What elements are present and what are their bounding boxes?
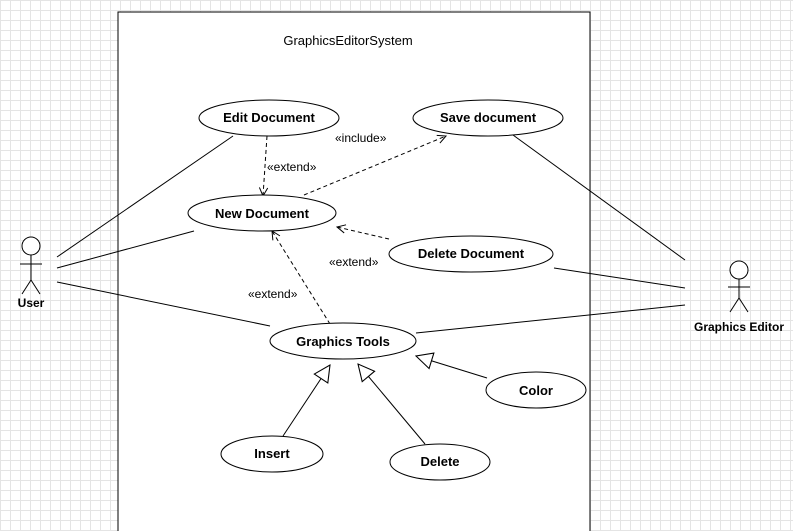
use-case-delete[interactable]: Delete bbox=[389, 443, 491, 481]
use-case-save-document[interactable]: Save document bbox=[412, 99, 564, 137]
use-case-label: Save document bbox=[440, 110, 537, 125]
extend-label-delete-new: «extend» bbox=[329, 255, 379, 269]
extend-tools-to-new-arrow[interactable] bbox=[272, 231, 331, 325]
generalization-insert-to-tools[interactable] bbox=[282, 365, 330, 437]
use-case-label: Color bbox=[519, 383, 553, 398]
use-case-label: Delete bbox=[420, 454, 459, 469]
use-case-color[interactable]: Color bbox=[485, 371, 587, 409]
extend-label-tools-new: «extend» bbox=[248, 287, 298, 301]
stick-figure-icon bbox=[728, 260, 750, 313]
use-case-delete-document[interactable]: Delete Document bbox=[388, 235, 554, 273]
use-case-insert[interactable]: Insert bbox=[220, 435, 324, 473]
use-case-label: New Document bbox=[215, 206, 310, 221]
association-user-new-document[interactable] bbox=[56, 230, 195, 269]
system-title: GraphicsEditorSystem bbox=[283, 33, 412, 48]
use-case-new-document[interactable]: New Document bbox=[187, 194, 337, 232]
use-case-label: Delete Document bbox=[418, 246, 525, 261]
association-editor-graphics-tools[interactable] bbox=[415, 304, 686, 334]
actor-user[interactable]: User bbox=[18, 236, 45, 310]
use-case-label: Graphics Tools bbox=[296, 334, 390, 349]
association-user-graphics-tools[interactable] bbox=[56, 281, 271, 327]
use-case-edit-document[interactable]: Edit Document bbox=[198, 99, 340, 137]
actor-label: Graphics Editor bbox=[694, 320, 784, 334]
extend-edit-to-new-arrow[interactable] bbox=[263, 135, 267, 196]
include-new-to-save-arrow[interactable] bbox=[303, 136, 446, 196]
extend-delete-to-new-arrow[interactable] bbox=[337, 227, 390, 240]
include-label: «include» bbox=[335, 131, 387, 145]
association-editor-delete-document[interactable] bbox=[553, 267, 686, 289]
actor-graphics-editor[interactable]: Graphics Editor bbox=[694, 260, 784, 334]
association-editor-save-document[interactable] bbox=[512, 134, 686, 261]
use-case-graphics-tools[interactable]: Graphics Tools bbox=[269, 322, 417, 360]
stick-figure-icon bbox=[20, 236, 42, 295]
actor-label: User bbox=[18, 296, 45, 310]
association-user-edit-document[interactable] bbox=[56, 135, 234, 258]
extend-label-edit-new: «extend» bbox=[267, 160, 317, 174]
generalization-delete-to-tools[interactable] bbox=[358, 364, 426, 445]
use-case-label: Edit Document bbox=[223, 110, 315, 125]
generalization-color-to-tools[interactable] bbox=[416, 356, 488, 379]
use-case-label: Insert bbox=[254, 446, 290, 461]
system-boundary[interactable] bbox=[117, 11, 591, 531]
